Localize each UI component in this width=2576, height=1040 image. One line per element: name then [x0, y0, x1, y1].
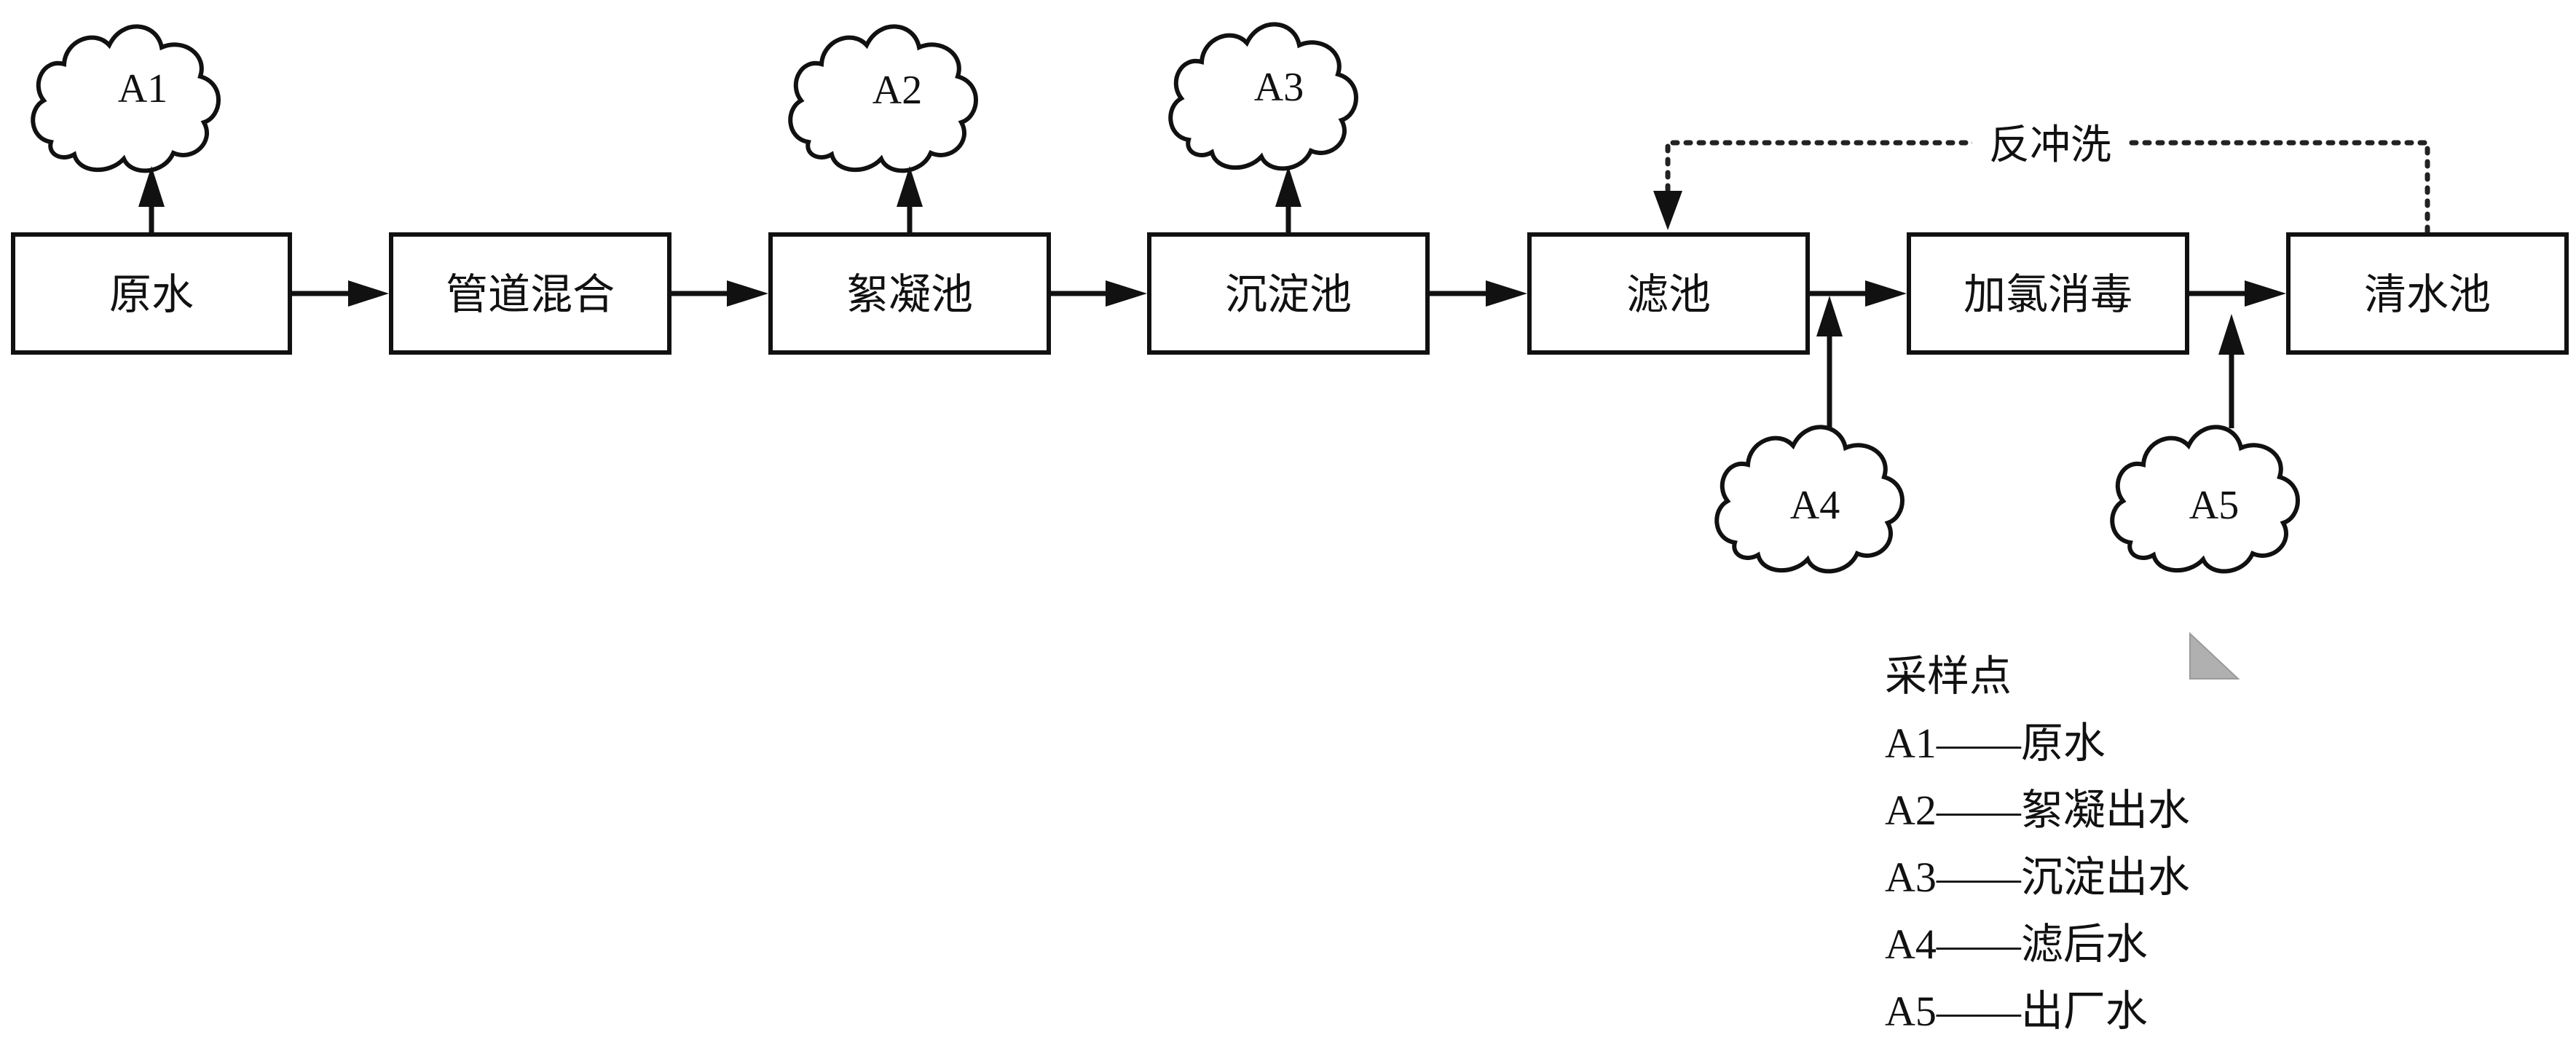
legend-title: 采样点	[1885, 653, 2012, 700]
flow-arrow	[2189, 280, 2286, 307]
legend: 采样点 A1——原水 A2——絮凝出水 A3——沉淀出水 A4——滤后水 A5—…	[1885, 653, 2190, 1035]
backwash-loop: 反冲洗	[1653, 115, 2430, 235]
step-filter-tank: 滤池	[1527, 232, 1810, 355]
flow-arrow	[292, 280, 389, 307]
sampling-cloud-a1: A1	[31, 24, 221, 233]
step-pipe-mixing: 管道混合	[389, 232, 671, 355]
step-label: 原水	[109, 269, 194, 319]
step-clear-water-tank: 清水池	[2286, 232, 2569, 355]
flow-arrow	[1430, 280, 1527, 307]
step-flocculation-tank: 絮凝池	[768, 232, 1051, 355]
step-label: 管道混合	[446, 269, 615, 319]
cloud-label: A2	[873, 68, 922, 113]
legend-entry: A3——沉淀出水	[1885, 854, 2190, 901]
flow-arrow	[1810, 280, 1907, 307]
step-chlorination: 加氯消毒	[1907, 232, 2189, 355]
step-label: 清水池	[2364, 269, 2491, 319]
sampling-points: A1 A2 A3 A4 A5	[31, 22, 2300, 574]
process-chain: 原水 管道混合 絮凝池 沉淀池 滤池 加氯消毒 清水池	[11, 232, 2569, 355]
cloud-label: A3	[1254, 65, 1304, 110]
sampling-cloud-a5: A5	[2110, 314, 2300, 574]
sampling-cloud-a3: A3	[1168, 22, 1358, 233]
sampling-cloud-a4: A4	[1714, 296, 1905, 574]
backwash-label-bg	[1972, 115, 2128, 170]
sampling-cloud-a2: A2	[788, 24, 978, 233]
step-sedimentation-tank: 沉淀池	[1147, 232, 1430, 355]
legend-entry: A2——絮凝出水	[1885, 787, 2190, 834]
legend-entry: A1——原水	[1885, 720, 2106, 767]
cloud-label: A1	[118, 66, 168, 111]
legend-entry: A4——滤后水	[1885, 921, 2148, 968]
flow-arrow	[671, 280, 768, 307]
legend-entry: A5——出厂水	[1885, 988, 2148, 1035]
step-raw-water: 原水	[11, 232, 292, 355]
step-label: 沉淀池	[1225, 269, 1352, 319]
corner-mark	[2189, 631, 2240, 679]
step-label: 絮凝池	[846, 269, 973, 319]
step-label: 加氯消毒	[1963, 269, 2132, 319]
step-label: 滤池	[1626, 269, 1711, 319]
backwash-label: 反冲洗	[1989, 122, 2111, 169]
flow-arrow	[1051, 280, 1147, 307]
cloud-label: A5	[2189, 483, 2239, 528]
cloud-label: A4	[1790, 483, 1840, 528]
flow-arrows	[292, 280, 2286, 307]
